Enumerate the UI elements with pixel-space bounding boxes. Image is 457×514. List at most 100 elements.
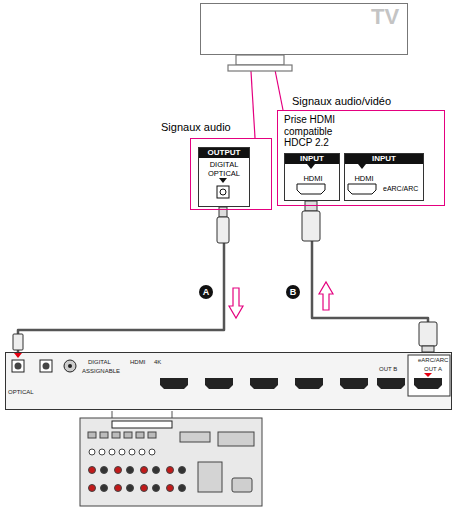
text-slot: INPUT (345, 154, 423, 164)
receiver-port (88, 432, 96, 438)
jack-header: OUTPUT (199, 148, 249, 158)
text-slot: B (286, 285, 300, 299)
receiver-port (218, 432, 254, 446)
jack-triangle (358, 164, 366, 169)
jack-label: eARC/ARC (383, 184, 418, 193)
speaker-terminal (141, 467, 148, 474)
speaker-terminal (101, 485, 108, 492)
receiver-highlight (112, 421, 172, 428)
receiver-port (124, 432, 132, 438)
receiver-port (100, 432, 108, 438)
text-slot: HDMI (289, 174, 337, 183)
port-label: ASSIGNABLE (82, 368, 120, 375)
hdmi-port (295, 378, 323, 389)
hdmi-plug (302, 211, 320, 241)
speaker-terminal (89, 485, 96, 492)
text-slot: ASSIGNABLE (82, 368, 120, 375)
insert-arrow (14, 353, 22, 358)
jack-triangle (307, 164, 315, 169)
tv-box: TV (200, 3, 408, 55)
text-slot: INPUT (285, 154, 339, 164)
text-slot: Signaux audio (161, 121, 231, 134)
speaker-terminal (115, 485, 122, 492)
optical-cable (18, 207, 224, 352)
signal-heading: Signaux audio/vidéo (292, 95, 391, 108)
callout-panel: INPUTHDMIINPUTHDMIeARC/ARCSignaux audio/… (277, 110, 445, 206)
receiver-body (80, 418, 262, 506)
text-slot: OUT A (424, 366, 442, 373)
speaker-terminal (115, 467, 122, 474)
text-slot: Signaux audio/vidéo (292, 95, 391, 108)
port-label: HDMI (130, 359, 145, 366)
signal-arrow (319, 282, 333, 310)
receiver-port (112, 432, 120, 438)
jack-label: DIGITAL OPTICAL (201, 160, 247, 178)
hdmi-port (377, 378, 405, 389)
jack-header: INPUT (345, 154, 423, 164)
hdmi-port (297, 184, 325, 194)
tv-label: TV (371, 5, 399, 29)
optical-port-hole (43, 363, 50, 370)
speaker-terminal (179, 467, 186, 474)
jack-triangle (219, 178, 227, 183)
text-slot: A (199, 285, 213, 299)
speaker-terminal (167, 467, 174, 474)
text-slot: Prise HDMI compatible HDCP 2.2 (284, 114, 350, 149)
hdmi-port (250, 378, 278, 389)
port-label: OPTICAL (8, 389, 34, 396)
jack-box: INPUT HDMI eARC/ARC (344, 153, 424, 201)
port-label: 4K (154, 359, 161, 366)
receiver-jack (99, 449, 105, 455)
speaker-terminal (127, 485, 134, 492)
jack-label: HDMI (349, 174, 379, 183)
receiver-port (148, 432, 156, 438)
receiver-jack (129, 449, 135, 455)
port-label: OUT B (379, 366, 397, 373)
receiver-jack (89, 449, 95, 455)
text-slot: 4K (154, 359, 161, 366)
hdmi-port (414, 378, 442, 389)
optical-plug-tip (219, 207, 227, 217)
text-slot: eARC/ARC (383, 184, 418, 193)
speaker-terminal (153, 485, 160, 492)
jack-label: HDMI (289, 174, 337, 183)
text-slot: DIGITAL (88, 359, 111, 366)
optical-plug (13, 334, 23, 350)
hdmi-plug (419, 322, 437, 346)
callout-number: A (199, 285, 213, 299)
power-inlet (232, 478, 252, 492)
speaker-terminal (89, 467, 96, 474)
jack-header: INPUT (285, 154, 339, 164)
coaxial-port (64, 360, 76, 372)
optical-port (217, 186, 229, 198)
receiver-port (136, 432, 144, 438)
text-slot: OUT B (379, 366, 397, 373)
receiver-jack (149, 449, 155, 455)
text-slot: HDMI (349, 174, 379, 183)
speaker-terminal (141, 485, 148, 492)
receiver-jack (109, 449, 115, 455)
coaxial-pin (68, 364, 72, 368)
rear-panel: OPTICALDIGITALASSIGNABLEHDMI4KOUT BeARC/… (5, 352, 452, 410)
speaker-terminal (101, 467, 108, 474)
speaker-terminal (153, 467, 160, 474)
tv-stand (236, 55, 284, 65)
panel-ground (5, 352, 452, 410)
text-slot: TV (371, 5, 399, 29)
text-slot: OPTICAL (8, 389, 34, 396)
panel-note: Prise HDMI compatible HDCP 2.2 (284, 114, 350, 149)
signal-arrow (229, 288, 243, 318)
speaker-terminal (127, 467, 134, 474)
optical-port (40, 360, 52, 372)
optical-plug (217, 217, 229, 243)
hdmi-cable (312, 201, 428, 352)
text-slot: DIGITAL OPTICAL (201, 160, 247, 178)
optical-port-hole (220, 189, 226, 195)
hdmi-plug-tip (305, 201, 317, 211)
receiver-jack (139, 449, 145, 455)
text-slot: HDMI (130, 359, 145, 366)
speaker-terminal (167, 485, 174, 492)
hdmi-port (340, 378, 368, 389)
